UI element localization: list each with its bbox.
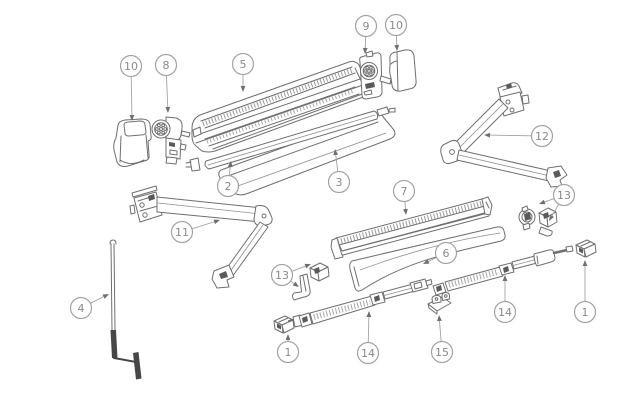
callout-circle xyxy=(69,296,93,320)
callout-1: 1 xyxy=(573,260,597,324)
callout-circle xyxy=(493,300,517,324)
callout-5: 5 xyxy=(231,52,255,92)
callout-number: 2 xyxy=(225,180,232,193)
callout-circle xyxy=(354,14,378,38)
callout-circle xyxy=(154,53,178,77)
part-end-cap-right xyxy=(390,50,416,91)
part-gear-bracket-right xyxy=(360,51,397,99)
part-gear-bracket-left xyxy=(152,117,190,164)
callout-circle xyxy=(327,170,351,194)
callout-number: 10 xyxy=(389,19,403,32)
callout-3: 3 xyxy=(327,149,351,194)
leader-arrowhead-icon xyxy=(423,259,430,264)
leader-arrowhead-icon xyxy=(240,86,246,92)
callout-number: 5 xyxy=(240,58,247,71)
leader-arrowhead-icon xyxy=(165,106,171,113)
leader-arrowhead-icon xyxy=(362,47,368,54)
callout-circle xyxy=(392,179,416,203)
part-spring-arm-left xyxy=(130,186,272,288)
callout-circle xyxy=(530,124,554,148)
callout-number: 9 xyxy=(363,20,370,33)
callout-10: 10 xyxy=(384,13,408,51)
leader-arrowhead-icon xyxy=(213,219,220,225)
callout-1: 1 xyxy=(276,334,300,364)
part-clip-1-left xyxy=(274,316,294,333)
callout-12: 12 xyxy=(484,124,554,148)
callout-number: 13 xyxy=(275,269,289,282)
callout-circle xyxy=(231,52,255,76)
callout-number: 11 xyxy=(175,226,189,239)
part-support-leg-left xyxy=(289,279,432,327)
callout-circle xyxy=(276,340,300,364)
callout-13: 13 xyxy=(270,263,311,287)
part-mount-bracket-15 xyxy=(428,293,451,315)
callout-circle xyxy=(384,13,408,37)
callout-14: 14 xyxy=(356,311,380,365)
leader-arrowhead-icon xyxy=(102,294,109,299)
callout-9: 9 xyxy=(354,14,378,54)
callout-number: 7 xyxy=(401,185,408,198)
leader-arrowhead-icon xyxy=(549,214,555,221)
part-end-cap-left xyxy=(114,119,151,167)
part-bracket-13-left xyxy=(293,263,330,300)
leader-arrowhead-icon xyxy=(582,260,588,266)
leader-arrowhead-icon xyxy=(285,334,291,340)
callout-number: 3 xyxy=(336,176,343,189)
callout-number: 6 xyxy=(443,247,450,260)
part-roller-tube xyxy=(186,107,395,171)
part-spring-arm-right xyxy=(441,83,567,187)
leader-arrowhead-icon xyxy=(227,161,233,168)
callout-13: 13 xyxy=(539,183,576,221)
callouts-layer: 10 8 5 9 10 2 3 12 11 7 6 13 13 4 1 14 15 14 1 xyxy=(69,13,597,365)
callout-circle xyxy=(430,340,454,364)
part-crank-rod xyxy=(110,240,142,380)
part-case-housing xyxy=(192,61,370,152)
leader-arrowhead-icon xyxy=(292,281,299,287)
callout-8: 8 xyxy=(154,53,178,113)
callout-number: 13 xyxy=(557,189,571,202)
leader-arrowhead-icon xyxy=(366,311,372,318)
callout-15: 15 xyxy=(430,315,454,364)
callout-number: 12 xyxy=(535,130,549,143)
part-lead-rail xyxy=(331,197,492,259)
callout-4: 4 xyxy=(69,294,109,320)
callout-2: 2 xyxy=(216,161,240,198)
leader-arrowhead-icon xyxy=(539,199,546,205)
callout-7: 7 xyxy=(392,179,416,215)
callout-number: 1 xyxy=(582,306,589,319)
callout-number: 4 xyxy=(78,302,85,315)
leader-arrowhead-icon xyxy=(394,44,400,51)
callout-number: 14 xyxy=(498,306,512,319)
callout-number: 1 xyxy=(285,346,292,359)
part-support-leg-right xyxy=(433,246,573,295)
leader-arrowhead-icon xyxy=(502,275,508,281)
callout-11: 11 xyxy=(170,219,220,244)
leader-arrowhead-icon xyxy=(484,132,491,138)
leader-arrowhead-icon xyxy=(333,149,339,156)
callout-circle xyxy=(552,183,576,207)
part-clip-1-right xyxy=(576,240,596,257)
callout-6: 6 xyxy=(423,241,458,265)
leader-arrowhead-icon xyxy=(403,208,408,215)
part-bracket-13-right xyxy=(519,206,557,236)
callout-14: 14 xyxy=(493,275,517,324)
callout-number: 15 xyxy=(435,346,449,359)
leader-arrowhead-icon xyxy=(304,263,311,269)
callout-number: 8 xyxy=(163,59,170,72)
callout-circle xyxy=(356,341,380,365)
callout-number: 14 xyxy=(361,347,375,360)
leader-arrowhead-icon xyxy=(437,315,442,322)
callout-circle xyxy=(270,263,294,287)
callout-10: 10 xyxy=(119,54,143,121)
leader-arrowhead-icon xyxy=(129,114,135,121)
callout-circle xyxy=(434,241,458,265)
callout-circle xyxy=(119,54,143,78)
callout-circle xyxy=(170,220,194,244)
callout-circle xyxy=(573,300,597,324)
callout-circle xyxy=(216,174,240,198)
callout-number: 10 xyxy=(124,60,138,73)
